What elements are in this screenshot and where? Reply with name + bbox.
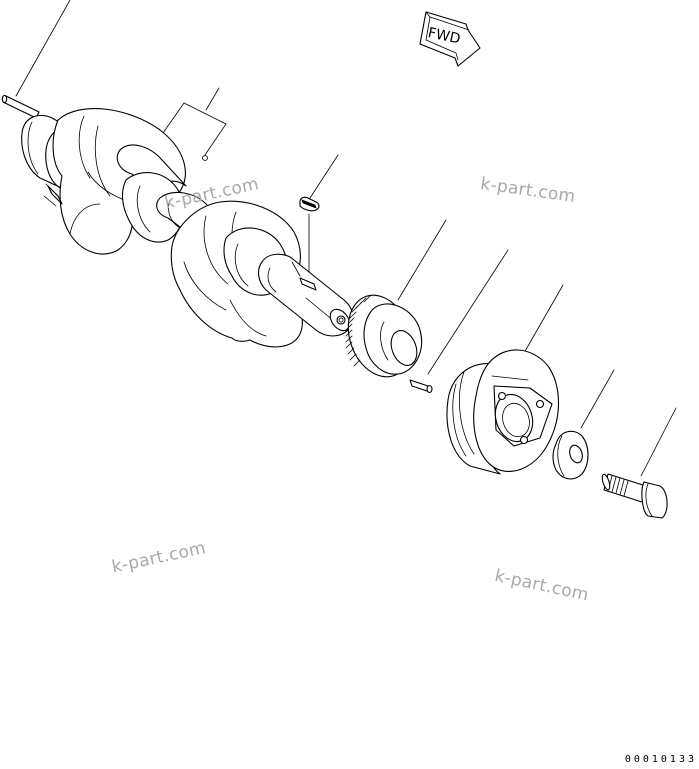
leader-bolt [640, 407, 677, 477]
leader-crankshaft-dot [202, 155, 208, 161]
crank-gear-part [345, 294, 422, 378]
dowel-pin-part [409, 379, 433, 394]
leader-key [309, 154, 339, 199]
washer-part [552, 430, 589, 480]
pulley-part [446, 349, 560, 475]
fwd-label: FWD [426, 25, 461, 47]
fwd-arrow-icon: FWD [419, 11, 481, 67]
pin-part [1, 94, 40, 119]
leader-crankshaft-bracket [162, 102, 227, 156]
leader-washer [580, 369, 615, 429]
leader-pulley [523, 284, 564, 354]
leader-pin [15, 0, 71, 97]
crankshaft-part [21, 108, 354, 348]
bolt-part [601, 473, 668, 519]
key-part [299, 196, 320, 212]
drawing-code: 00010133 [624, 754, 697, 765]
leader-dowel-pin [427, 249, 509, 375]
leader-crankshaft [205, 87, 220, 111]
leader-lines [15, 0, 677, 477]
leader-crank-gear [397, 219, 447, 301]
